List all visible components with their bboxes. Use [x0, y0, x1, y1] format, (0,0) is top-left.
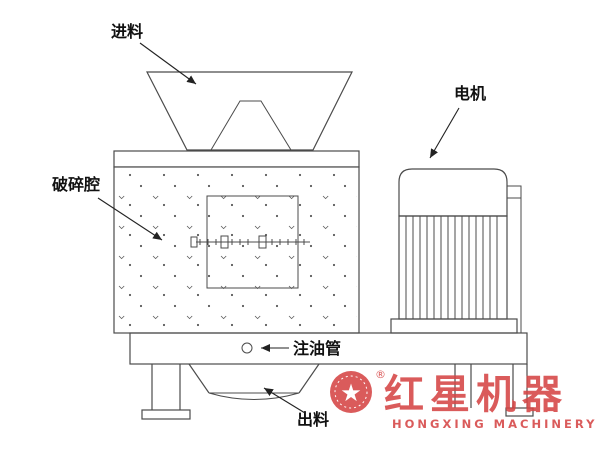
chamber-texture: [116, 169, 357, 331]
label-discharge: 出料: [297, 410, 329, 429]
leader-crushing-chamber: [97, 197, 163, 241]
star-badge: [330, 371, 372, 413]
right-foot: [505, 407, 534, 417]
brand-text-cn: 红星机器: [384, 372, 568, 418]
right-legs: [454, 364, 534, 417]
star-icon: ★: [340, 379, 362, 407]
brand-watermark: ★ ® 红星机器 HONGXING MACHINERY: [330, 368, 597, 431]
callouts: 进料 电机 破碎腔 注油管 出料: [52, 22, 486, 429]
oil-port: [241, 342, 289, 354]
star-ring: [334, 375, 368, 409]
left-leg: [141, 364, 191, 420]
motor-body: [398, 215, 508, 320]
motor-fins: [405, 216, 498, 319]
label-crushing-chamber: 破碎腔: [52, 175, 100, 194]
left-foot: [141, 409, 191, 420]
leader-motor: [429, 107, 460, 159]
discharge-chute: [188, 363, 320, 400]
motor-cap: [398, 168, 508, 217]
crushing-chamber: [113, 166, 360, 334]
brand-text-en: HONGXING MACHINERY: [392, 417, 597, 431]
rotor-shaft: [190, 235, 310, 249]
leader-discharge: [263, 387, 306, 414]
leader-feed: [139, 42, 197, 85]
chamber-flange: [113, 150, 360, 168]
motor-base: [390, 318, 518, 334]
registered-mark: ®: [375, 368, 386, 381]
feed-hopper: [146, 71, 353, 151]
motor: [390, 168, 522, 334]
label-motor: 电机: [454, 84, 486, 103]
label-feed: 进料: [111, 22, 143, 41]
base-frame: [129, 332, 528, 365]
label-oil-pipe: 注油管: [293, 339, 341, 358]
motor-bracket: [506, 185, 522, 199]
